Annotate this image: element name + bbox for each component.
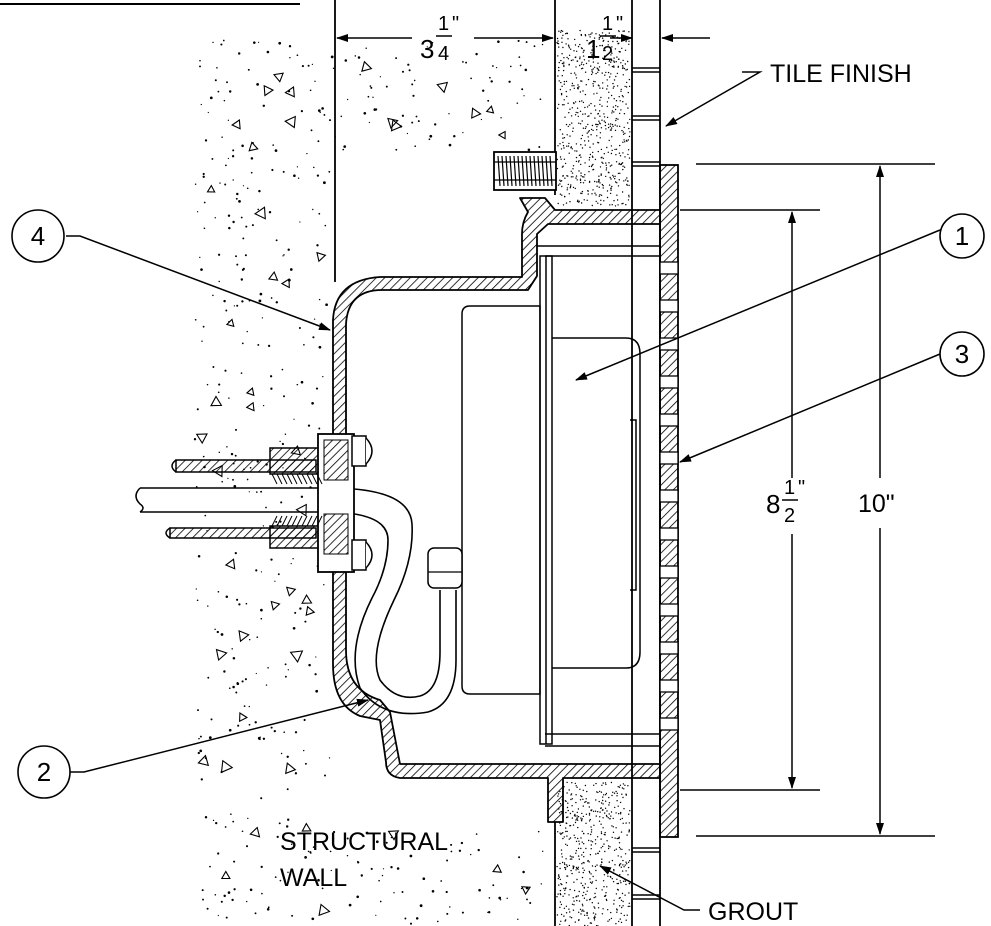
dim-denominator: 2 [784, 505, 795, 527]
dim-denominator: 2 [602, 43, 613, 65]
callout-4: 4 [11, 209, 65, 263]
callout-number: 1 [955, 221, 969, 251]
label-grout: GROUT [708, 898, 798, 926]
wall-boundaries [334, 0, 661, 926]
structural-wall-concrete [193, 39, 544, 925]
dimension-outer-height: 10" [858, 490, 895, 518]
callout-2: 2 [17, 745, 71, 799]
dim-whole: 3 [420, 34, 434, 64]
dimension-lines [336, 34, 935, 837]
lamp-fixture [461, 305, 641, 695]
dim-numerator: 1 [438, 13, 449, 35]
label-structural: STRUCTURAL [280, 828, 448, 856]
dim-unit: " [452, 13, 459, 35]
dim-unit: " [798, 477, 805, 499]
dimension-wall-depth: 3 1 4 " [420, 13, 459, 65]
inner-flange [537, 245, 660, 747]
dim-unit: " [616, 13, 623, 35]
callout-3: 3 [939, 331, 985, 377]
dimension-inner-height: 8 1 2 " [766, 477, 805, 527]
leader-lines [66, 71, 941, 911]
conduit-and-cable [135, 433, 463, 715]
dim-numerator: 1 [784, 477, 795, 499]
face-ring-trim [659, 164, 679, 838]
grout-fill [556, 29, 631, 926]
dim-denominator: 4 [438, 43, 449, 65]
dim-whole: 8 [766, 489, 780, 519]
threaded-anchor [493, 151, 557, 191]
dim-whole: 1 [586, 34, 600, 64]
callout-number: 4 [31, 221, 45, 251]
label-wall: WALL [280, 864, 347, 892]
dimension-grout-depth: 1 1 2 " [586, 13, 623, 65]
niche-housing [332, 197, 661, 823]
callout-1: 1 [939, 213, 985, 259]
label-tile-finish: TILE FINISH [770, 60, 912, 88]
dim-numerator: 1 [602, 13, 613, 35]
callout-number: 3 [955, 339, 969, 369]
callout-number: 2 [37, 757, 51, 787]
